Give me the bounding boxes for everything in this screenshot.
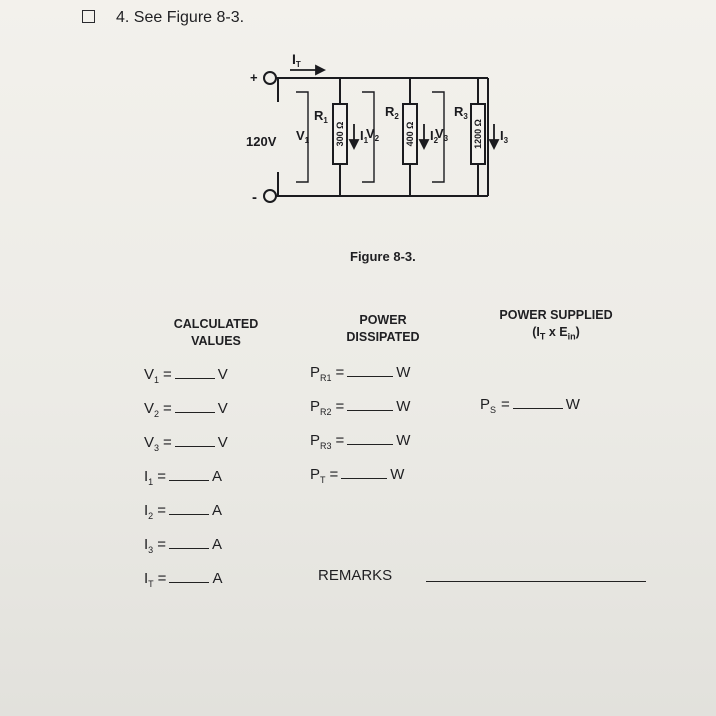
i2-label: I2	[430, 128, 439, 145]
calculated-unit: A	[212, 570, 223, 587]
calculated-row: V1= V	[144, 366, 228, 385]
calculated-equals: =	[163, 434, 172, 451]
resistor-r3: 1200 Ω	[470, 103, 486, 165]
power-dissipated-equals: =	[329, 466, 339, 483]
calculated-answer-blank[interactable]	[168, 536, 209, 549]
figure-caption: Figure 8-3.	[350, 249, 416, 264]
calculated-label: I1	[144, 468, 154, 487]
circuit-diagram: 300 Ω 400 Ω 1200 Ω + - 120V IT V1 V2 V3 …	[246, 51, 509, 206]
ps-equals: =	[501, 396, 510, 413]
calculated-equals: =	[157, 502, 166, 519]
calculated-answer-blank[interactable]	[169, 570, 210, 583]
dissipated-header-line2: DISSIPATED	[346, 330, 420, 344]
supplied-header-line1: POWER SUPPLIED	[499, 308, 613, 322]
calculated-unit: A	[211, 468, 222, 485]
calculated-answer-blank[interactable]	[174, 434, 215, 447]
power-dissipated-unit: W	[396, 432, 411, 449]
calculated-row: V3= V	[144, 434, 228, 453]
power-supplied-header: POWER SUPPLIED (IT x Ein)	[488, 307, 624, 346]
source-voltage-label: 120V	[246, 134, 277, 149]
calculated-equals: =	[157, 536, 166, 553]
calculated-row: I1= A	[144, 468, 222, 487]
minus-sign: -	[252, 189, 257, 206]
calculated-row: V2= V	[144, 400, 228, 419]
calculated-unit: A	[211, 536, 222, 553]
question-title: 4. See Figure 8-3.	[116, 9, 245, 26]
supplied-header-line2: (IT x Ein)	[532, 325, 580, 342]
power-dissipated-unit: W	[396, 398, 411, 415]
calculated-answer-blank[interactable]	[168, 502, 209, 515]
power-dissipated-label: PT	[310, 466, 326, 485]
power-dissipated-label: PR3	[310, 432, 332, 451]
calculated-answer-blank[interactable]	[174, 400, 215, 413]
power-dissipated-row: PR2= W	[310, 398, 410, 417]
calculated-header-line2: VALUES	[191, 334, 241, 348]
resistor-r2: 400 Ω	[402, 103, 418, 165]
calculated-row: IT= A	[144, 570, 222, 589]
total-current-label: IT	[292, 51, 301, 69]
remarks-label: REMARKS	[318, 567, 393, 584]
power-dissipated-answer-blank[interactable]	[347, 364, 394, 377]
calculated-label: IT	[144, 570, 154, 589]
ps-label: PS	[480, 396, 497, 415]
r2-label: R2	[385, 104, 399, 121]
v3-label: V3	[435, 126, 449, 143]
ps-unit: W	[565, 396, 580, 413]
calculated-unit: A	[211, 502, 222, 519]
power-dissipated-row: PT= W	[310, 466, 404, 485]
calculated-unit: V	[217, 400, 228, 417]
ps-answer-blank[interactable]	[512, 396, 563, 409]
resistor-r1-value: 300 Ω	[335, 122, 345, 147]
v2-label: V2	[366, 126, 380, 143]
power-dissipated-label: PR2	[310, 398, 332, 417]
dissipated-header-line1: POWER	[359, 313, 407, 327]
calculated-equals: =	[157, 468, 166, 485]
resistor-r3-value: 1200 Ω	[473, 119, 483, 149]
calculated-label: V1	[144, 366, 160, 385]
calculated-label: V2	[144, 400, 160, 419]
calculated-values-header: CALCULATED VALUES	[166, 316, 266, 350]
negative-terminal	[263, 189, 277, 203]
calculated-unit: V	[217, 366, 228, 383]
plus-sign: +	[250, 70, 258, 85]
v1-label: V1	[296, 128, 310, 145]
power-dissipated-unit: W	[390, 466, 405, 483]
power-supplied-row: PS = W	[480, 396, 580, 415]
calculated-label: V3	[144, 434, 160, 453]
power-dissipated-answer-blank[interactable]	[341, 466, 388, 479]
calculated-label: I3	[144, 536, 154, 555]
i3-label: I3	[500, 128, 509, 145]
calculated-answer-blank[interactable]	[174, 366, 215, 379]
power-dissipated-header: POWER DISSIPATED	[338, 312, 428, 346]
power-dissipated-equals: =	[335, 364, 345, 381]
calculated-equals: =	[163, 400, 172, 417]
power-dissipated-answer-blank[interactable]	[347, 398, 394, 411]
positive-terminal	[263, 71, 277, 85]
r3-label: R3	[454, 104, 468, 121]
power-dissipated-answer-blank[interactable]	[347, 432, 394, 445]
question-checkbox[interactable]	[82, 10, 95, 23]
calculated-header-line1: CALCULATED	[173, 317, 259, 331]
power-dissipated-equals: =	[335, 398, 345, 415]
calculated-label: I2	[144, 502, 154, 521]
power-dissipated-row: PR1= W	[310, 364, 410, 383]
remarks-line[interactable]	[426, 581, 646, 582]
power-dissipated-unit: W	[396, 364, 411, 381]
r1-label: R1	[314, 108, 328, 125]
power-dissipated-row: PR3= W	[310, 432, 410, 451]
power-dissipated-equals: =	[335, 432, 345, 449]
calculated-equals: =	[163, 366, 172, 383]
calculated-equals: =	[157, 570, 167, 587]
calculated-row: I2= A	[144, 502, 222, 521]
resistor-r1: 300 Ω	[332, 103, 348, 165]
i1-label: I1	[360, 128, 369, 145]
calculated-row: I3= A	[144, 536, 222, 555]
calculated-answer-blank[interactable]	[168, 468, 209, 481]
power-dissipated-label: PR1	[310, 364, 332, 383]
calculated-unit: V	[217, 434, 228, 451]
resistor-r2-value: 400 Ω	[405, 122, 415, 147]
